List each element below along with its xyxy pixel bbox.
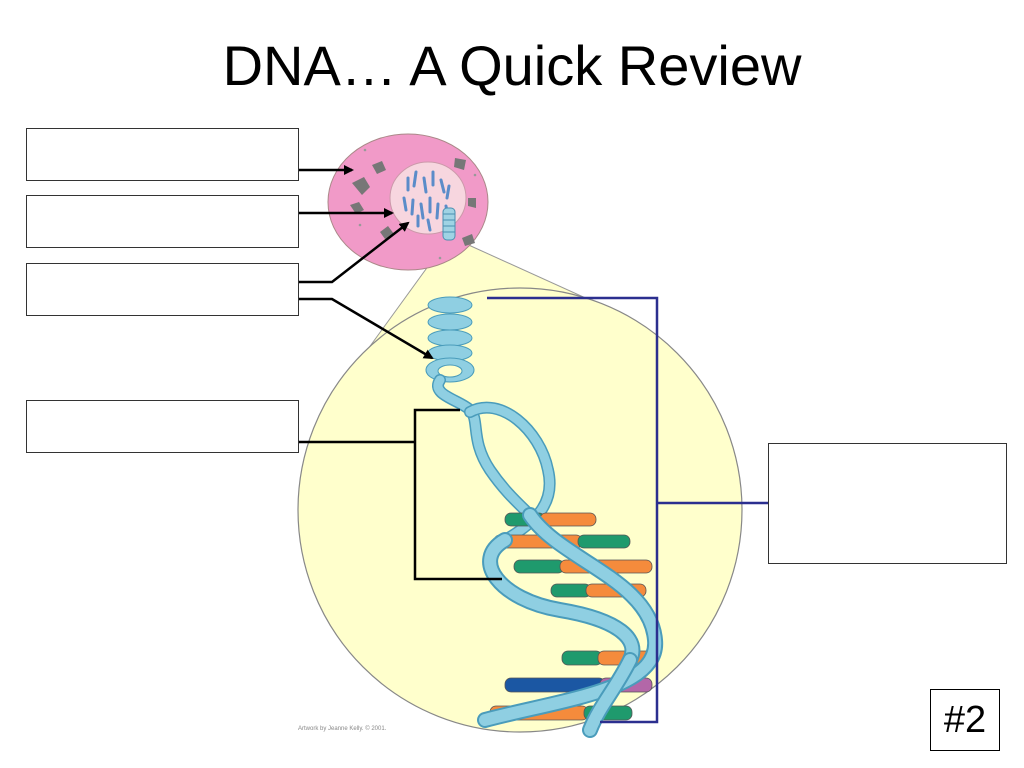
dna-double-helix — [477, 507, 664, 738]
arrow-chromosome-coil — [299, 297, 434, 360]
chromosome-coil-small — [442, 207, 456, 241]
cell — [327, 133, 489, 271]
bracket-gene — [487, 296, 768, 724]
arrow-chromosome-small — [299, 221, 410, 284]
label-box-gene[interactable] — [768, 443, 1007, 564]
label-box-cell[interactable] — [26, 128, 299, 181]
page-title: DNA… A Quick Review — [222, 34, 802, 97]
chromosome-coil — [425, 296, 475, 383]
label-box-dna[interactable] — [26, 400, 299, 453]
artwork-credit: Artwork by Jeanne Kelly. © 2001. — [298, 726, 387, 732]
label-box-chromosome[interactable] — [26, 263, 299, 316]
leader-lines — [299, 165, 502, 581]
slide-number: #2 — [930, 689, 1000, 751]
bracket-dna-left — [413, 408, 502, 581]
label-box-nucleus[interactable] — [26, 195, 299, 248]
